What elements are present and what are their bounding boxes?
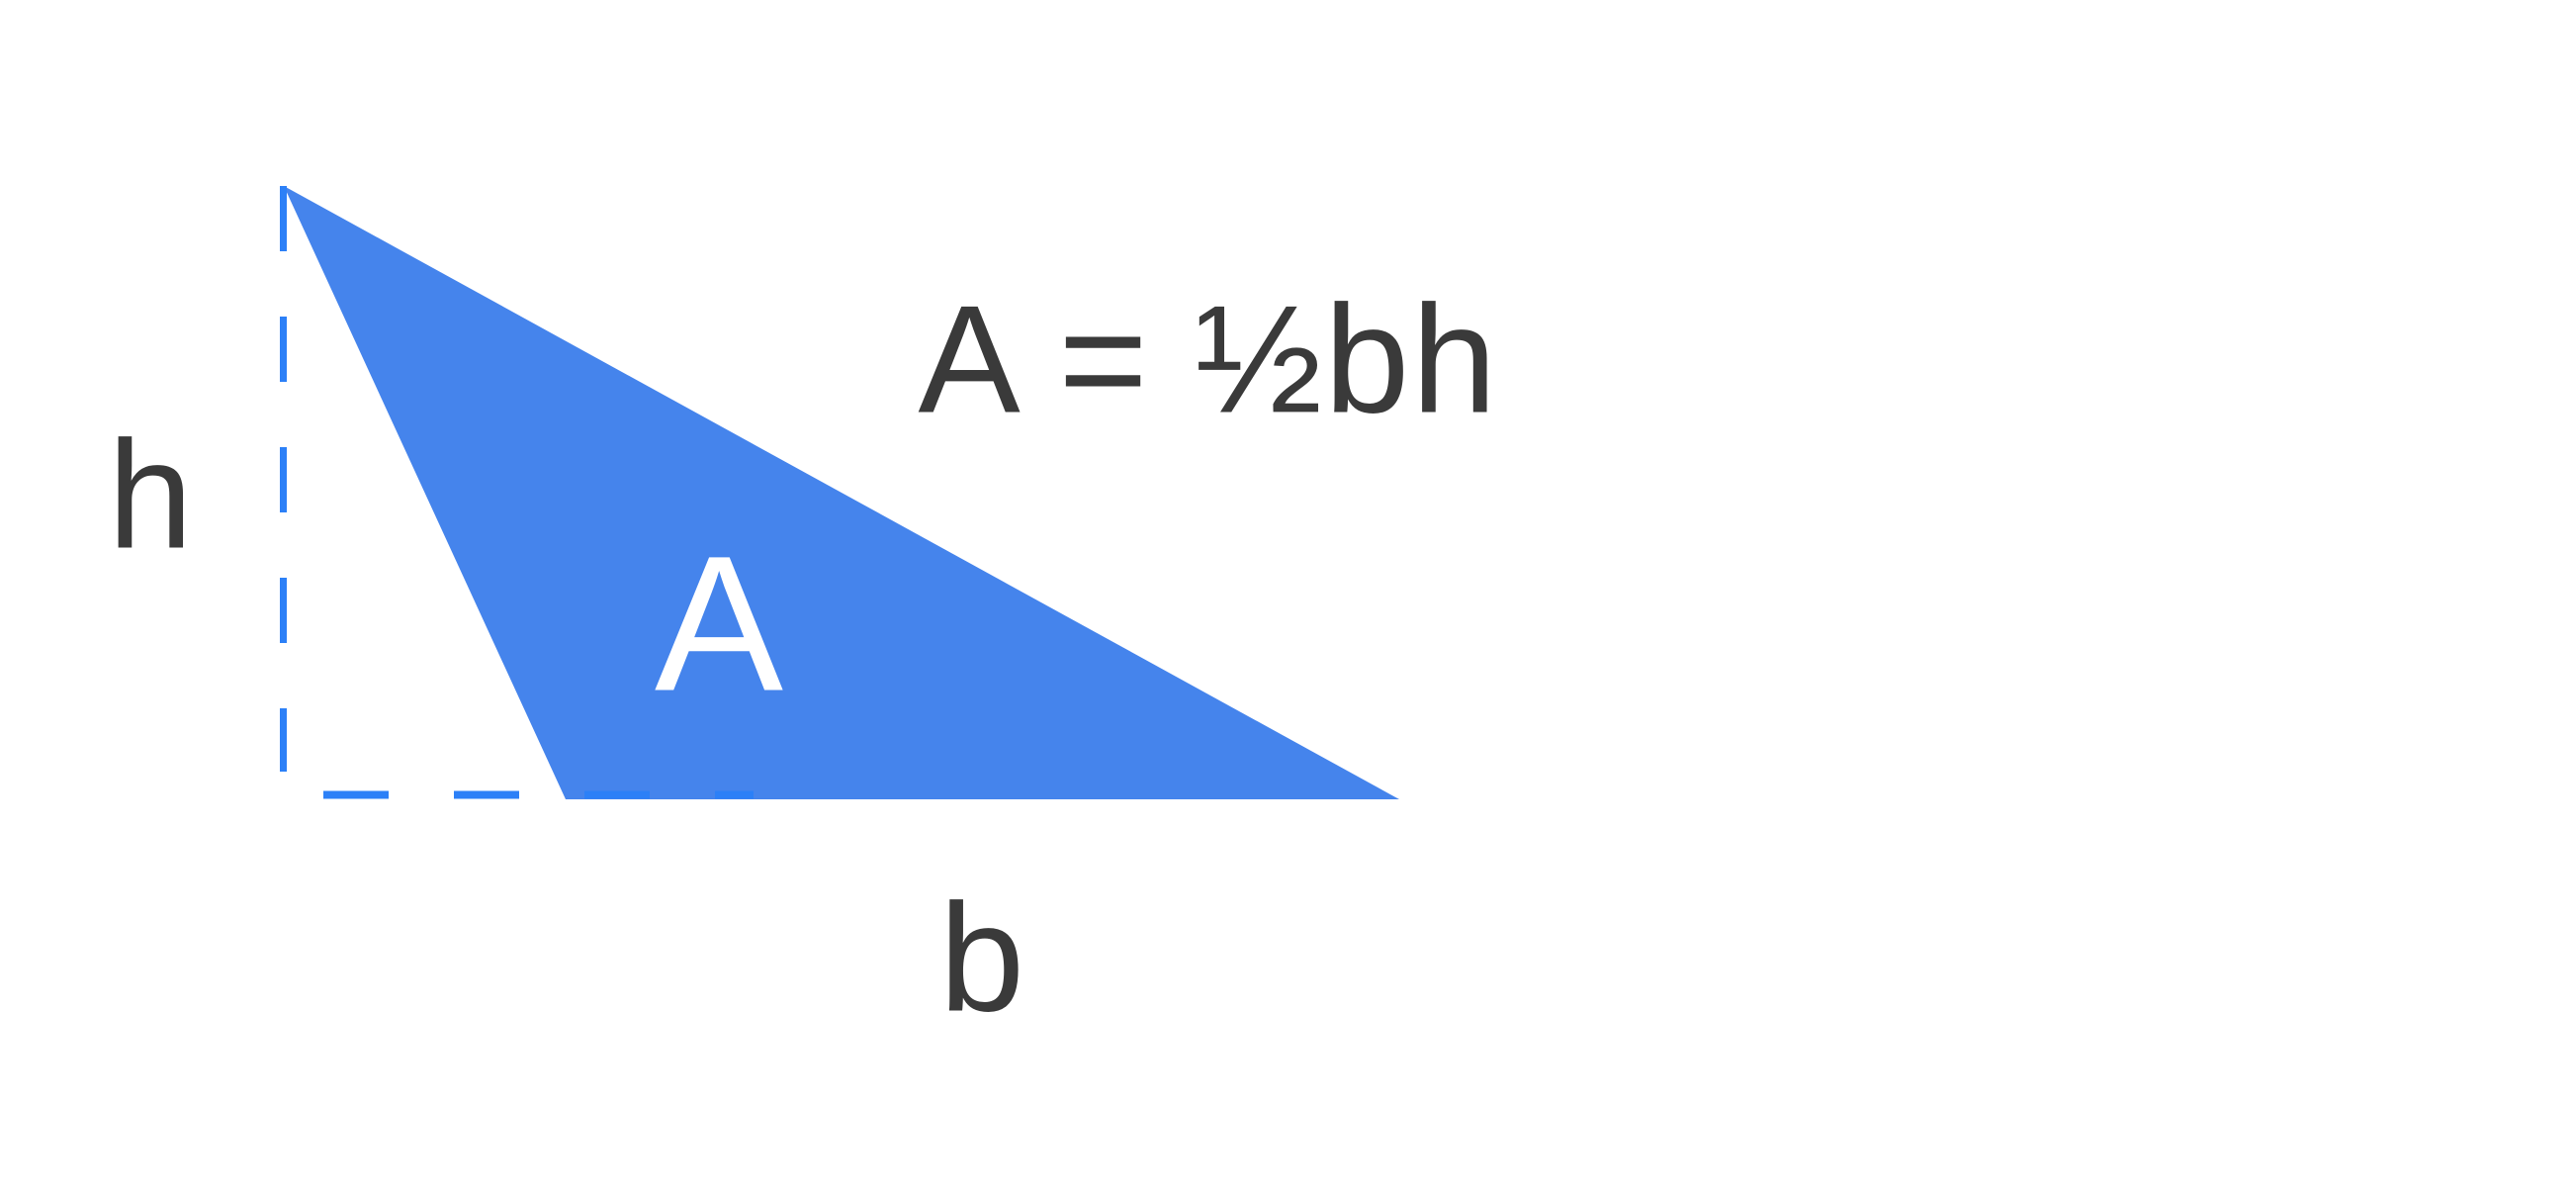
triangle-shape [284, 186, 1399, 799]
area-label: A [654, 515, 784, 732]
height-label: h [107, 409, 194, 581]
area-formula-text: A = ½bh [918, 273, 1499, 445]
base-label: b [938, 872, 1025, 1044]
